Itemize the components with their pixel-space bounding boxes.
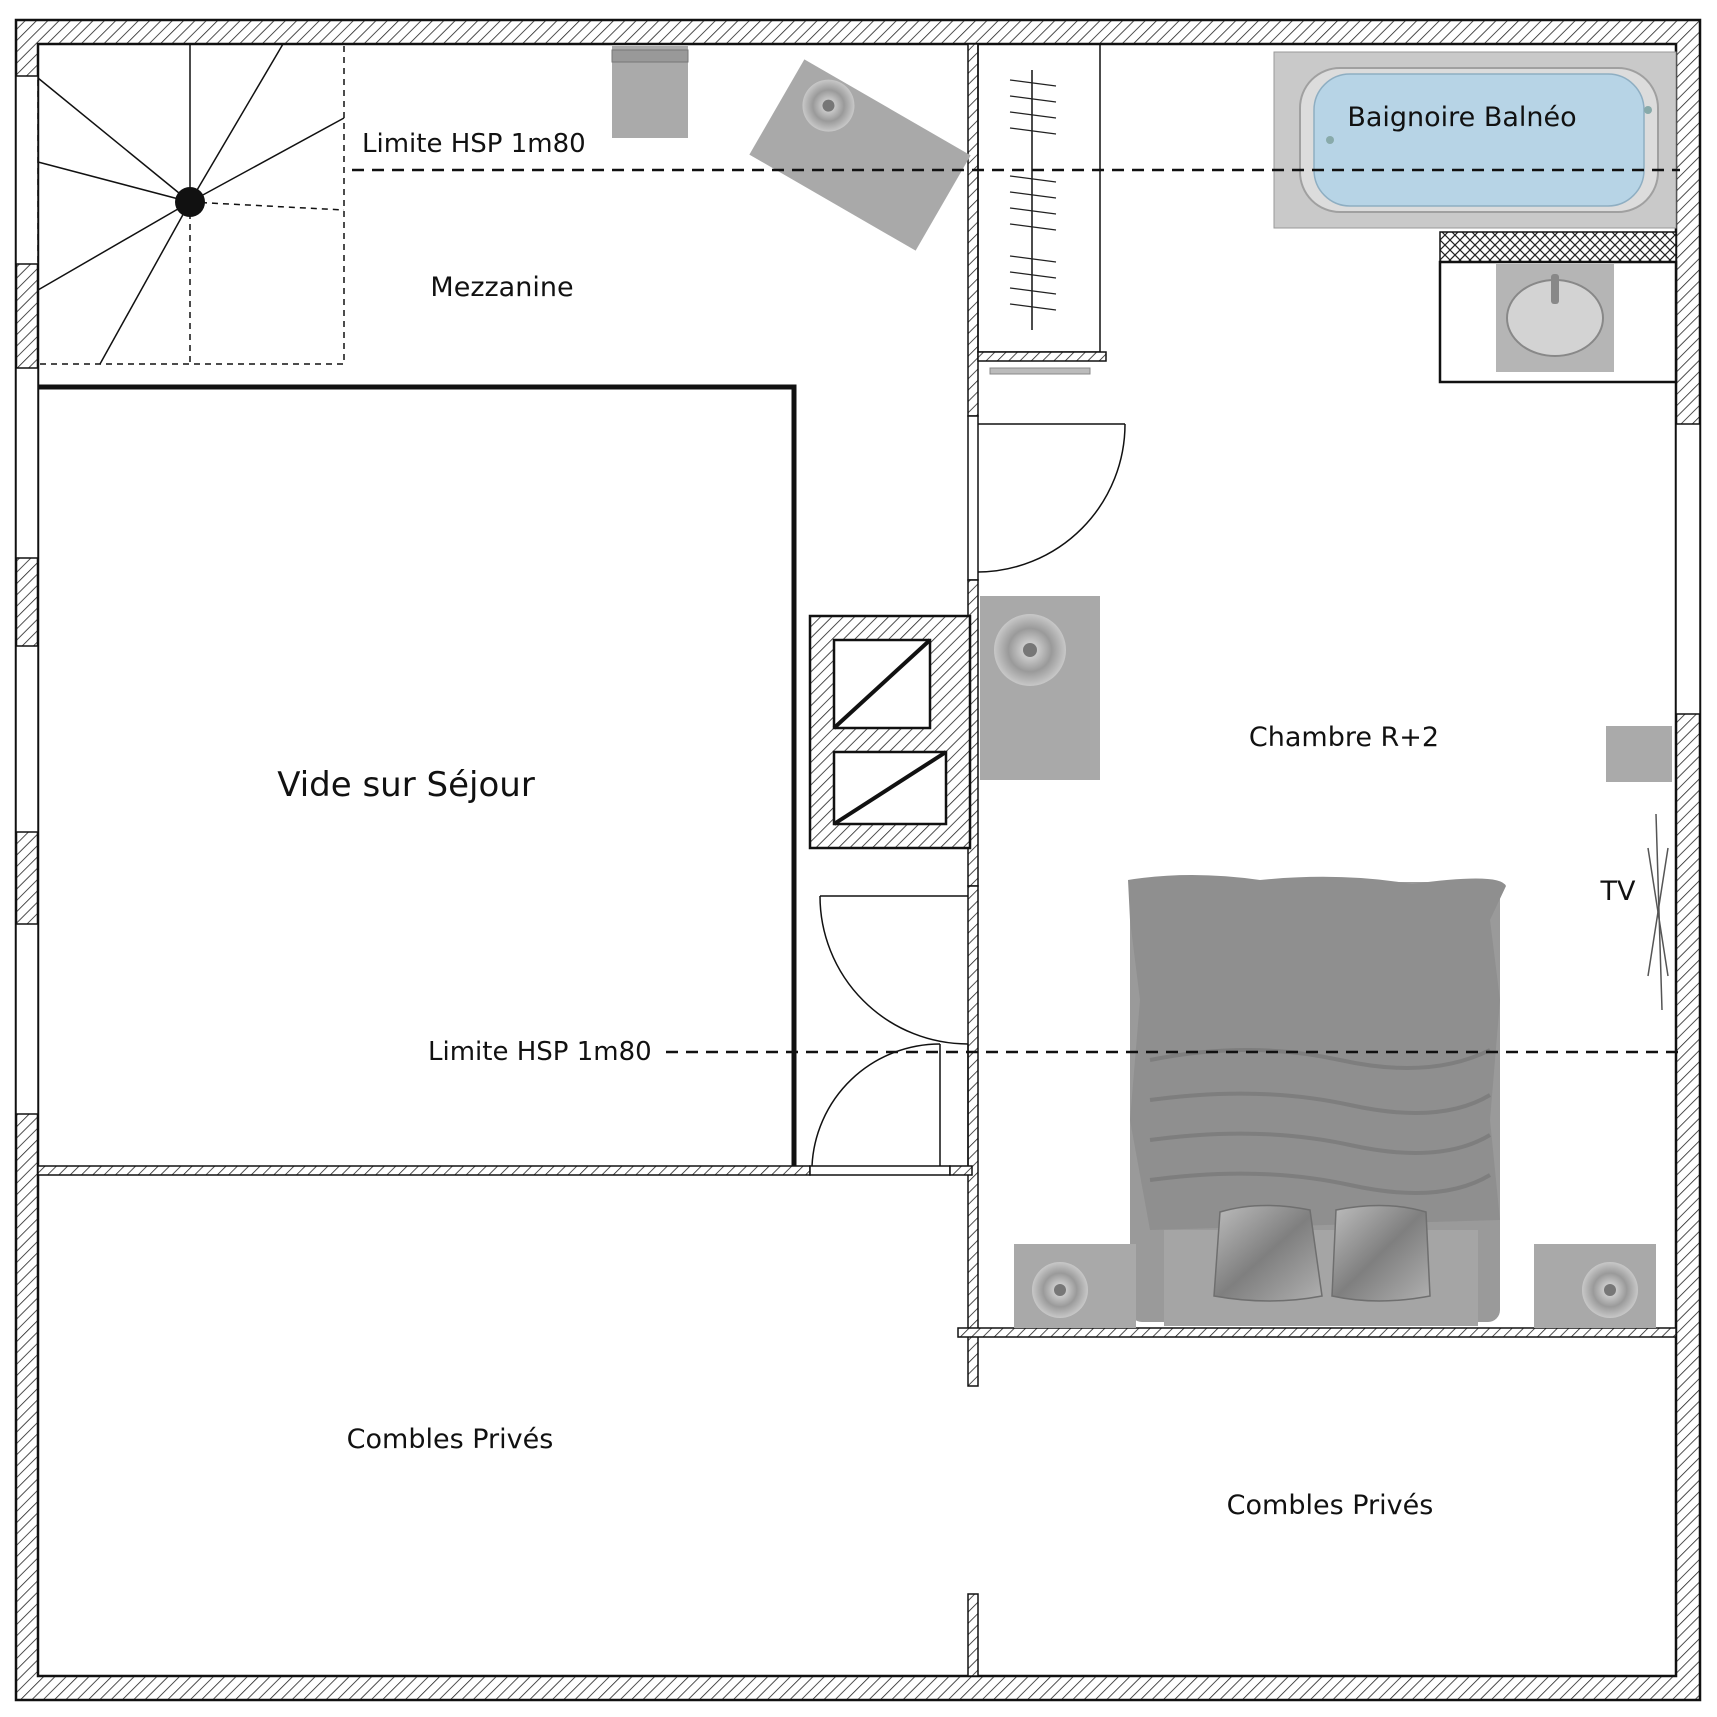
bottom-left-partition bbox=[37, 1165, 973, 1176]
chambre-desk bbox=[980, 596, 1100, 780]
hsp-limit-top-label: Limite HSP 1m80 bbox=[362, 129, 586, 159]
central-partition bbox=[967, 43, 979, 1677]
right-wall-window bbox=[1675, 423, 1701, 715]
hsp-limit-lines bbox=[352, 168, 1680, 1054]
tv-icon bbox=[1647, 813, 1669, 1011]
pillow-left-icon bbox=[1213, 1204, 1323, 1302]
room-label-combles-left: Combles Privés bbox=[347, 1424, 554, 1455]
hsp-limit-bottom-label: Limite HSP 1m80 bbox=[428, 1037, 652, 1067]
bottom-right-partition bbox=[957, 1327, 1677, 1338]
room-label-vide-sejour: Vide sur Séjour bbox=[277, 765, 535, 805]
wardrobe bbox=[977, 43, 1107, 375]
left-wall-windows bbox=[15, 75, 39, 1115]
mezzanine-desk bbox=[749, 59, 971, 251]
vanity bbox=[1438, 231, 1678, 384]
bathtub-label: Baignoire Balnéo bbox=[1347, 102, 1576, 133]
chimney-ducts bbox=[808, 614, 972, 850]
double-bed bbox=[1128, 875, 1506, 1326]
small-chair bbox=[1606, 726, 1672, 782]
room-label-chambre: Chambre R+2 bbox=[1249, 722, 1439, 753]
room-label-mezzanine: Mezzanine bbox=[430, 272, 573, 303]
room-label-combles-right: Combles Privés bbox=[1227, 1490, 1434, 1521]
corridor-doors bbox=[811, 895, 969, 1167]
bathtub: Baignoire Balnéo bbox=[1273, 51, 1677, 229]
exterior-walls bbox=[14, 18, 1702, 1702]
pillow-right-icon bbox=[1331, 1204, 1431, 1302]
mezzanine-chair bbox=[611, 46, 689, 138]
tv-label: TV bbox=[1600, 876, 1636, 907]
chambre-door bbox=[977, 423, 1126, 573]
void-outline bbox=[38, 384, 797, 1166]
nightstand-left bbox=[1014, 1244, 1136, 1328]
nightstand-right bbox=[1534, 1244, 1656, 1328]
spiral-staircase bbox=[37, 43, 345, 365]
